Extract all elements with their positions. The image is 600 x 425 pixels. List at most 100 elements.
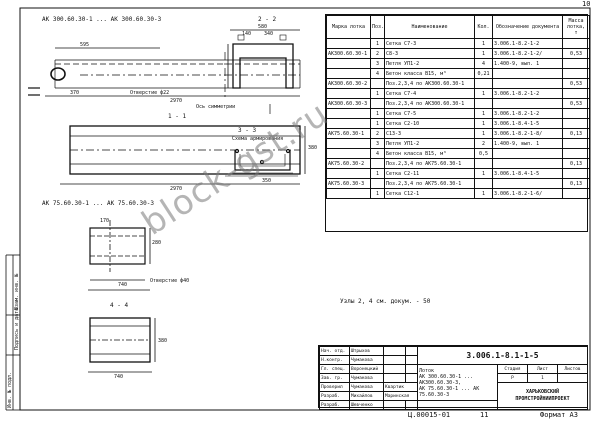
spec-cell-mass [562, 58, 590, 69]
spec-cell-pos [370, 98, 385, 109]
dim-2970-b: 2970 [170, 186, 183, 192]
role-1: Н.контр. [319, 355, 350, 365]
spec-cell-doc: 3.006.1-8.4-1-5 [492, 168, 563, 179]
spec-cell-qty: 1 [474, 168, 493, 179]
spec-cell-qty: 1 [474, 48, 493, 59]
spec-header-mass: Масса лотка, т [562, 15, 590, 39]
item-marks-1: АК 300.60.30-1 ... АК300.60.30-3, [419, 373, 474, 386]
spec-cell-mark: АК75.60.30-2 [326, 158, 371, 169]
section-3-3-label: 3 - 3 [238, 127, 257, 134]
title-block: Нач. отд. Штрыхов 3.006.1-8.1-1-5 Н.конт… [318, 345, 588, 410]
role-6: Разраб. [319, 400, 350, 410]
name-5: Михайлов [349, 391, 384, 401]
spec-cell-mass: 0,53 [562, 98, 590, 109]
spec-cell-mark [326, 88, 371, 99]
spec-header-doc: Обозначение документа [492, 15, 563, 39]
spec-cell-name: Бетон класса В15, м³ [384, 148, 475, 159]
dim-740-b: 740 [114, 374, 124, 380]
specification-table: Марка лотка Поз. Наименование Кол. Обозн… [325, 14, 590, 232]
spec-cell-pos [370, 158, 385, 169]
spec-cell-qty: 2 [474, 138, 493, 149]
name-2: Воронецкий [349, 364, 384, 374]
spec-cell-doc [492, 158, 563, 169]
spec-cell-mark: АК75.60.30-1 [326, 128, 371, 139]
spec-cell-pos: 3 [370, 58, 385, 69]
spec-cell-qty: 1 [474, 128, 493, 139]
name-1: Чумакова [349, 355, 384, 365]
hole-label-2: Отверстие ф40 [150, 278, 190, 284]
spec-cell-qty [474, 178, 493, 189]
reinforcement-scheme-label: Схема армирования [232, 136, 284, 142]
name-3: Чумакова [349, 373, 384, 383]
spec-cell-pos: 4 [370, 68, 385, 79]
name-0: Штрыхов [349, 346, 384, 356]
organization: ХАРЬКОВСКИЙ ПРОМСТРОЙНИИПРОЕКТ [497, 382, 588, 410]
signature-1: Квартик [383, 382, 418, 392]
spec-cell-mass [562, 188, 590, 199]
spec-cell-doc [492, 148, 563, 159]
spec-cell-pos: 1 [370, 188, 385, 199]
strip-replacement-inv: Взам. инв. № [14, 273, 20, 310]
section-1-1-label: 1 - 1 [168, 113, 187, 120]
strip-signature-date: Подпись и дата [14, 307, 20, 350]
dim-740-a: 740 [118, 282, 128, 288]
spec-cell-qty [474, 78, 493, 89]
footer-format: Формат А3 [540, 411, 578, 419]
spec-cell-doc [492, 178, 563, 189]
dim-580: 580 [258, 24, 268, 30]
stage-value: Р [497, 373, 528, 383]
spec-cell-name: Сетка С12-1 [384, 188, 475, 199]
role-2: Гл. спец. [319, 364, 350, 374]
sheets-header: Листов [557, 364, 588, 374]
spec-cell-pos: 3 [370, 138, 385, 149]
dim-380-b: 380 [158, 338, 168, 344]
bottom-left-view-title: АК 75.60.30-1 ... АК 75.60.30-3 [42, 200, 154, 207]
spec-cell-pos: 2 [370, 128, 385, 139]
spec-cell-name: Поз.2,3,4 по АК300.60.30-1 [384, 98, 475, 109]
spec-cell-mark [326, 168, 371, 179]
spec-cell-name: Поз.2,3,4 по АК75.60.30-1 [384, 178, 475, 189]
symmetry-axis-label: Ось симметрии [196, 104, 236, 110]
spec-cell-name: Поз.2,3,4 по АК300.60.30-1 [384, 78, 475, 89]
spec-header-mark: Марка лотка [326, 15, 371, 39]
spec-cell-name: Петля УП1-2 [384, 138, 475, 149]
hole-label-1: Отверстие ф22 [130, 90, 170, 96]
spec-cell-pos: 1 [370, 118, 385, 129]
spec-cell-name: Сетка С2-11 [384, 168, 475, 179]
spec-cell-qty: 0,21 [474, 68, 493, 79]
dim-595: 595 [80, 42, 90, 48]
spec-cell-name: Бетон класса В15, м³ [384, 68, 475, 79]
spec-cell-mass [562, 148, 590, 159]
spec-cell-doc: 3.006.1-8.2-1-2 [492, 88, 563, 99]
spec-cell-mass [562, 118, 590, 129]
sheet-number: 10 [582, 0, 591, 8]
spec-cell-mass [562, 108, 590, 119]
spec-cell-mass: 0,13 [562, 128, 590, 139]
dim-350: 350 [262, 178, 272, 184]
spec-cell-mass: 0,53 [562, 78, 590, 89]
spec-cell-doc: 3.006.1-8.2-1-2 [492, 38, 563, 49]
spec-cell-pos: 1 [370, 108, 385, 119]
item-title-cell: Лоток АК 300.60.30-1 ... АК300.60.30-3, … [417, 364, 498, 401]
role-3: Зав. гр. [319, 373, 350, 383]
spec-cell-name: Сетка С2-10 [384, 118, 475, 129]
name-6: Шевченко [349, 400, 384, 410]
top-left-view-title: АК 300.60.30-1 ... АК 300.60.30-3 [42, 16, 162, 23]
spec-cell-name: Сетка С7-4 [384, 88, 475, 99]
role-0: Нач. отд. [319, 346, 350, 356]
stage-header: Стадия [497, 364, 528, 374]
spec-header-qty: Кол. [474, 15, 493, 39]
spec-cell-doc [492, 78, 563, 89]
dim-370: 370 [70, 90, 80, 96]
spec-cell-mark [326, 108, 371, 119]
